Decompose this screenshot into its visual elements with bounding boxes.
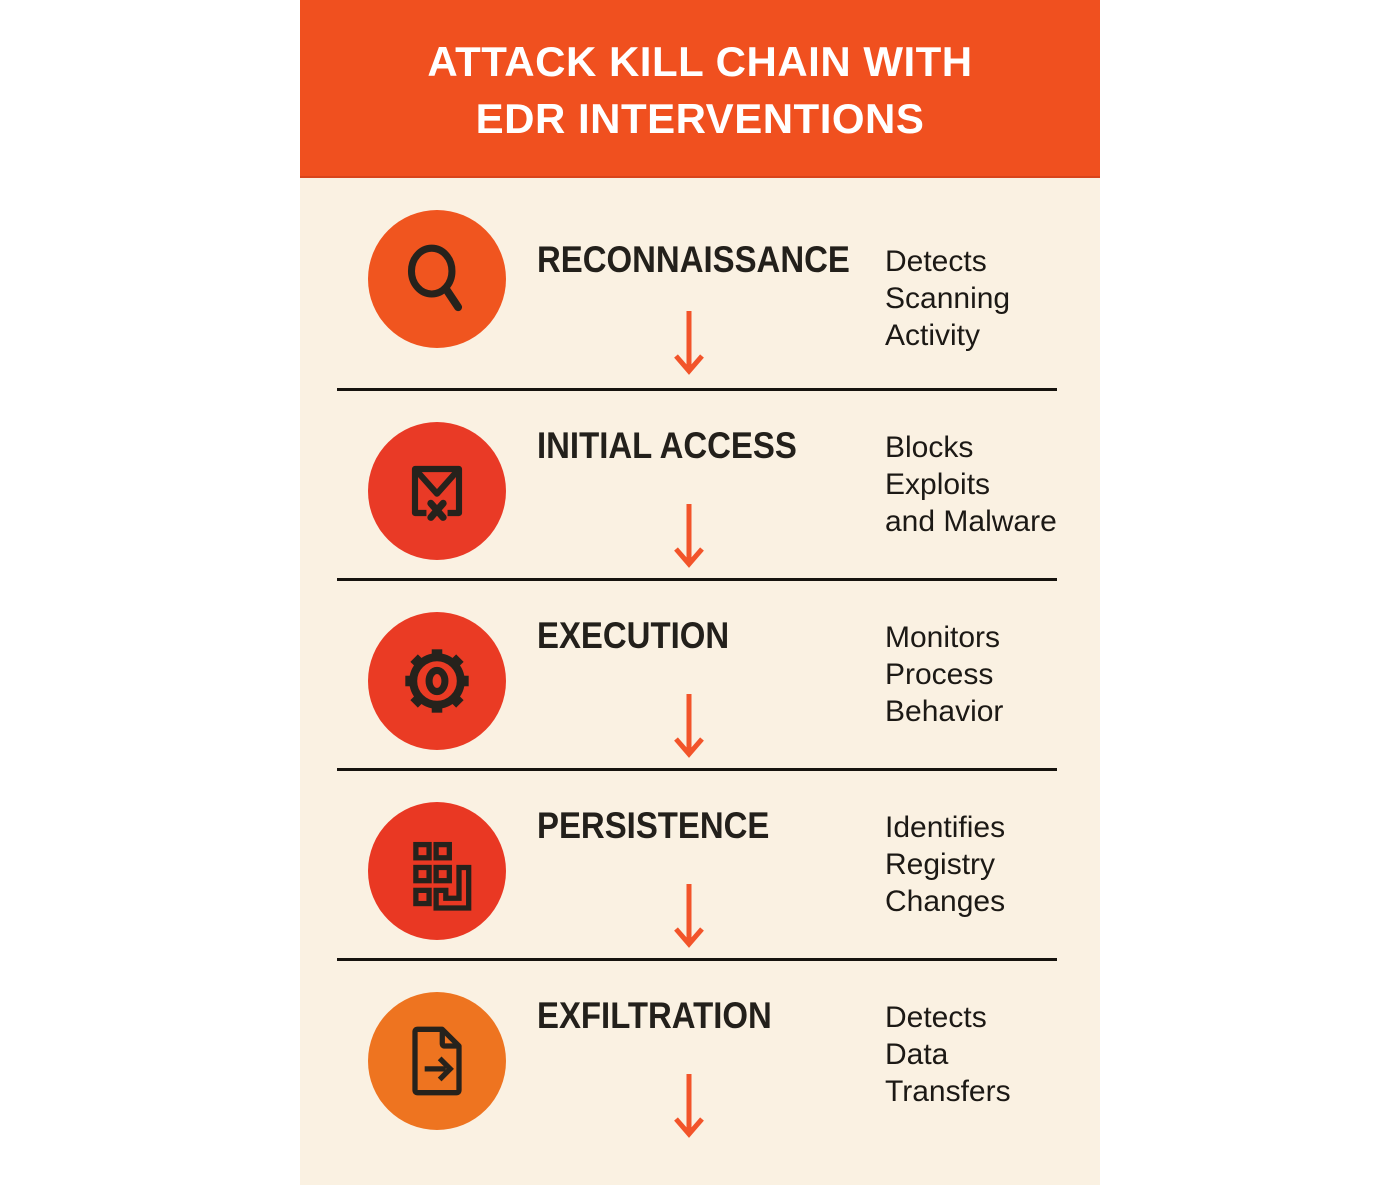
stage-title: EXECUTION [537,615,730,656]
down-arrow-icon [674,884,704,948]
description-line: Changes [885,885,1006,918]
divider [337,768,1057,771]
stage-icon-circle [368,422,506,560]
stage-title: EXFILTRATION [537,995,772,1036]
description-line: Registry [885,848,996,881]
infographic-panel: ATTACK KILL CHAIN WITH EDR INTERVENTIONS… [300,0,1100,1185]
down-arrow-icon [674,1074,704,1138]
stage-row-reconnaissance: RECONNAISSANCE Detects Scanning Activity [300,178,1100,391]
registry-icon [413,841,472,911]
description-line: Process [885,658,994,691]
stage-icon-circle [368,210,506,348]
description-line: Blocks [885,431,974,464]
down-arrow-icon [674,504,704,568]
description-line: and Malware [885,505,1057,538]
description-line: Identifies [885,811,1006,844]
stage-title: INITIAL ACCESS [537,425,797,466]
description-line: Scanning [885,282,1011,315]
description-line: Detects [885,1001,987,1034]
document-export-icon [412,1026,462,1096]
stage-row-initial-access: INITIAL ACCESS Blocks Exploits and Malwa… [300,391,1100,581]
description-line: Data [885,1038,949,1071]
stage-row-persistence: PERSISTENCE Identifies Registry Changes [300,771,1100,961]
gear-icon [405,649,469,713]
description-line: Monitors [885,621,1001,654]
stage-description: Detects Data Transfers [885,999,1011,1110]
stage-description: Blocks Exploits and Malware [885,429,1057,540]
description-line: Exploits [885,468,991,501]
stage-description: Monitors Process Behavior [885,619,1003,730]
stage-title: RECONNAISSANCE [537,239,850,280]
description-line: Detects [885,245,987,278]
stage-icon-circle [368,992,506,1130]
stage-row-execution: EXECUTION Monitors Process Behavior [300,581,1100,771]
header-banner: ATTACK KILL CHAIN WITH EDR INTERVENTIONS [300,0,1100,178]
stage-row-exfiltration: EXFILTRATION Detects Data Transfers [300,961,1100,1185]
header-title-line-1: ATTACK KILL CHAIN WITH [427,38,973,85]
divider [337,578,1057,581]
divider [337,388,1057,391]
stage-description: Identifies Registry Changes [885,809,1005,920]
down-arrow-icon [674,311,704,375]
stage-description: Detects Scanning Activity [885,243,1010,354]
description-line: Behavior [885,695,1004,728]
magnifier-icon [407,244,463,312]
down-arrow-icon [674,694,704,758]
divider [337,958,1057,961]
blocked-email-icon [411,465,463,521]
stage-icon-circle [368,802,506,940]
stage-icon-circle [368,612,506,750]
description-line: Transfers [885,1075,1011,1108]
stage-title: PERSISTENCE [537,805,770,846]
header-title-line-2: EDR INTERVENTIONS [475,95,925,142]
description-line: Activity [885,319,981,352]
